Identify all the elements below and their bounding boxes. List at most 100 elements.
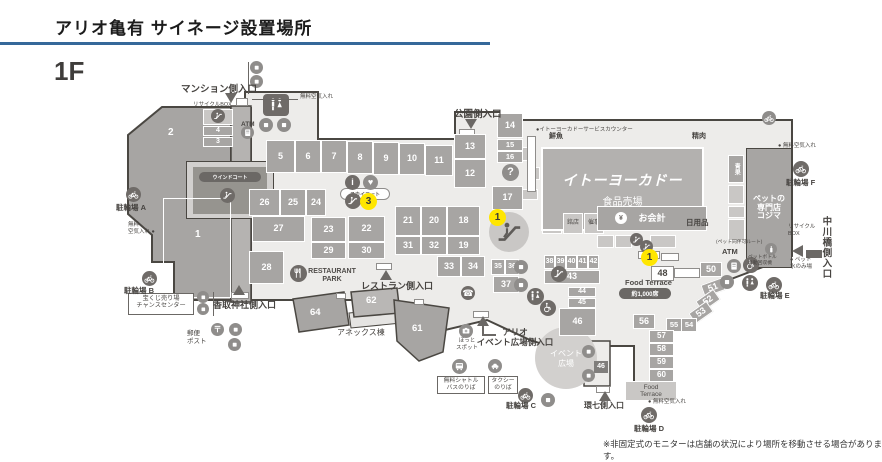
area-name-pill: 約1,000席 bbox=[619, 288, 671, 299]
map-label: 環七側入口 bbox=[584, 401, 624, 410]
map-label: 中川橋側入口 bbox=[820, 216, 832, 279]
entrance-marker bbox=[792, 245, 803, 257]
store-block: 45 bbox=[568, 298, 596, 308]
map-label: ほっと スポット bbox=[455, 338, 478, 351]
map-label: レストラン側入口 bbox=[361, 281, 434, 291]
postal-icon: 〒 bbox=[211, 323, 224, 336]
map-label: ● 無料空気入れ bbox=[778, 143, 816, 149]
store-block: 46 bbox=[559, 308, 596, 336]
map-label: RESTAURANT PARK bbox=[308, 268, 356, 284]
itoyokado-logo: イトーヨーカドー bbox=[562, 172, 683, 188]
map-box bbox=[650, 235, 676, 248]
map-label: 無料空気入れ bbox=[300, 94, 334, 100]
store-block: 23 bbox=[311, 217, 346, 242]
map-label: 62 bbox=[366, 295, 377, 306]
store-block: 4 bbox=[203, 126, 233, 136]
signage-marker: 1 bbox=[489, 209, 506, 226]
map-label: 駐輪場 C bbox=[506, 401, 536, 410]
facility-icon bbox=[541, 393, 555, 407]
facility-icon bbox=[250, 75, 263, 88]
restroom-icon bbox=[527, 288, 544, 305]
facility-icon bbox=[720, 275, 734, 289]
map-label: ATM bbox=[722, 247, 738, 256]
entrance-marker bbox=[225, 93, 237, 103]
store-block: 54 bbox=[681, 318, 697, 332]
map-label: 64 bbox=[310, 307, 321, 318]
wheelchair-icon bbox=[540, 300, 556, 316]
map-box bbox=[527, 136, 536, 192]
map-box bbox=[376, 263, 392, 270]
store-block: 29 bbox=[311, 242, 346, 259]
store-block: 27 bbox=[252, 216, 305, 242]
map-label: 駐輪場 E bbox=[760, 291, 790, 300]
store-block: 14 bbox=[497, 113, 523, 138]
bicycle-icon bbox=[641, 407, 657, 423]
map-label: 2 bbox=[168, 127, 174, 138]
map-label: 公園側入口 bbox=[454, 109, 502, 120]
page-title: アリオ亀有 サイネージ設置場所 bbox=[55, 19, 313, 38]
entrance-marker bbox=[465, 119, 477, 129]
itoyokado-food-label: 食品売場 bbox=[602, 197, 643, 208]
map-label: 鮮魚 bbox=[549, 133, 563, 140]
store-block: 6 bbox=[295, 140, 321, 173]
question-icon: ? bbox=[502, 164, 519, 181]
store-block: 59 bbox=[649, 356, 674, 369]
map-label: アリオ イベント広場側入口 bbox=[476, 327, 554, 348]
store-block: 24 bbox=[306, 189, 326, 216]
store-block: 9 bbox=[373, 142, 399, 175]
store-block: 5 bbox=[266, 140, 295, 173]
taxi-icon bbox=[488, 359, 502, 373]
atm-icon bbox=[241, 126, 254, 139]
wheelchair-icon bbox=[743, 257, 759, 273]
bus-icon bbox=[452, 359, 467, 374]
annex-block-64 bbox=[292, 291, 350, 333]
store-block: 37 bbox=[493, 276, 519, 293]
checkout-icon: ¥ bbox=[615, 212, 627, 224]
map-label: 精肉 bbox=[692, 133, 706, 140]
store-block: 40 bbox=[566, 255, 577, 269]
pet-bottle-icon bbox=[765, 243, 777, 255]
map-label: ● 無料空気入れ bbox=[648, 399, 686, 405]
store-block: 41 bbox=[577, 255, 588, 269]
map-label: リサイクルBOX bbox=[193, 102, 232, 108]
checkout-counter: お会計 bbox=[597, 206, 707, 231]
facility-icon bbox=[582, 345, 595, 358]
connector-line bbox=[252, 99, 298, 100]
store-block: 25 bbox=[280, 189, 306, 216]
store-block: 34 bbox=[461, 256, 485, 277]
store-block: 48 bbox=[651, 266, 674, 281]
map-label: 1 bbox=[195, 229, 201, 240]
map-box bbox=[236, 98, 248, 106]
facility-icon bbox=[250, 61, 263, 74]
map-label: (ペット同伴可ルート) bbox=[716, 240, 763, 245]
map-label: アネックス棟 bbox=[337, 328, 385, 337]
escalator-icon bbox=[220, 188, 235, 203]
store-block: 15 bbox=[497, 139, 523, 151]
store-block: 12 bbox=[454, 159, 486, 188]
store-block: 22 bbox=[348, 216, 385, 242]
entrance-marker bbox=[477, 316, 489, 326]
map-box bbox=[806, 250, 822, 258]
aed-heart-icon: ♥ bbox=[363, 175, 378, 190]
food-terrace-label-box: Food Terrace bbox=[625, 381, 677, 401]
left-wing-outline bbox=[127, 106, 232, 301]
map-box bbox=[163, 198, 231, 298]
signage-marker: 3 bbox=[360, 193, 377, 210]
facility-icon bbox=[197, 291, 209, 303]
map-label: 駐輪場 D bbox=[634, 424, 664, 433]
escalator-icon bbox=[345, 193, 361, 209]
store-block: 56 bbox=[633, 314, 655, 329]
map-label: マンション側入口 bbox=[181, 84, 258, 95]
store-block: 銘店 bbox=[563, 213, 583, 234]
entrance-marker bbox=[599, 391, 611, 401]
facility-icon bbox=[229, 323, 242, 336]
escalator-icon bbox=[630, 233, 643, 246]
escalator-icon bbox=[211, 109, 225, 123]
bicycle-icon bbox=[518, 388, 533, 403]
store-block: 20 bbox=[421, 206, 447, 236]
store-block: 57 bbox=[649, 330, 674, 343]
map-box bbox=[128, 293, 194, 315]
restroom-icon bbox=[742, 275, 758, 291]
map-label: ● ペット 水のみ場 bbox=[790, 257, 813, 270]
store-block: 8 bbox=[347, 141, 373, 174]
